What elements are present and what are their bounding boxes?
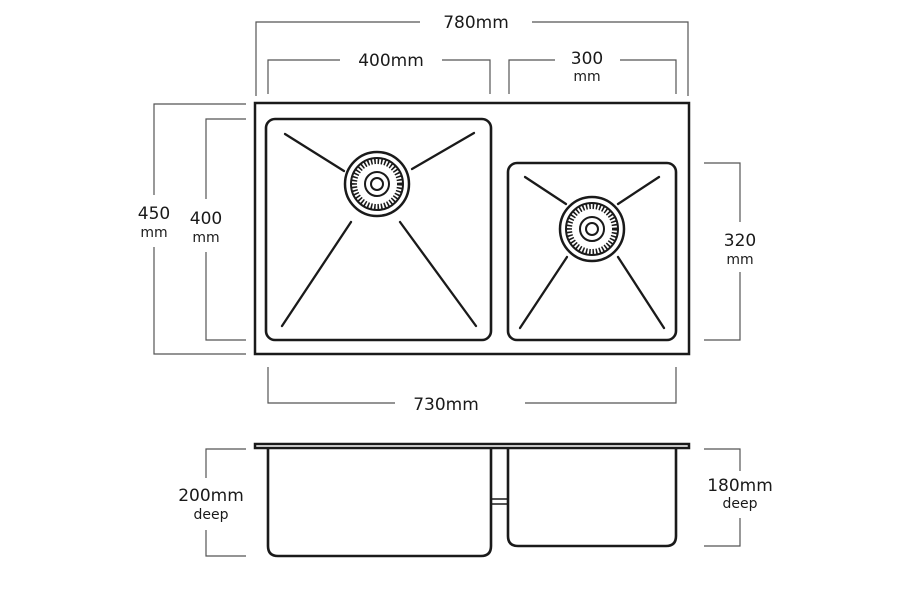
- right-deep-value: 180mm: [707, 476, 773, 496]
- dimension-left-bowl-width: 400mm: [267, 51, 491, 94]
- bowl-connector: [490, 498, 509, 505]
- left-bowl-outline: [264, 117, 493, 342]
- right-bowl-profile: [506, 449, 678, 548]
- right-bowl-width-value: 300: [571, 49, 603, 69]
- dimension-right-bowl-deep: 180mm deep: [704, 448, 773, 547]
- left-drain-icon: [343, 150, 411, 218]
- left-deep-unit: deep: [194, 507, 229, 523]
- left-bowl-depth-unit: mm: [192, 230, 219, 246]
- dimension-left-bowl-deep: 200mm deep: [178, 448, 246, 557]
- dimension-right-bowl-width: 300 mm: [508, 49, 677, 94]
- right-drain-icon: [558, 195, 626, 263]
- sink-rim: [253, 442, 691, 450]
- left-bowl-depth-value: 400: [190, 209, 222, 229]
- overall-depth-value: 450: [138, 204, 170, 224]
- overall-width-label: 780mm: [443, 13, 509, 33]
- right-bowl-width-unit: mm: [573, 69, 600, 85]
- sink-side-view: [253, 442, 691, 558]
- left-bowl-width-label: 400mm: [358, 51, 424, 71]
- left-bowl: [264, 117, 493, 342]
- right-bowl-depth-value: 320: [724, 231, 756, 251]
- left-bowl-profile: [266, 449, 493, 558]
- dimension-underside-width: 730mm: [267, 367, 677, 415]
- underside-width-label: 730mm: [413, 395, 479, 415]
- right-bowl-depth-unit: mm: [726, 252, 753, 268]
- right-bowl: [506, 161, 678, 342]
- right-deep-unit: deep: [723, 496, 758, 512]
- dimension-left-bowl-depth: 400 mm: [190, 118, 246, 341]
- right-bowl-outline: [506, 161, 678, 342]
- dimension-overall-width: 780mm: [255, 13, 689, 96]
- sink-outline: [253, 101, 691, 356]
- dimension-overall-depth: 450 mm: [138, 103, 246, 355]
- dimension-right-bowl-depth: 320 mm: [704, 162, 756, 341]
- overall-depth-unit: mm: [140, 225, 167, 241]
- sink-top-view: [253, 101, 691, 356]
- left-deep-value: 200mm: [178, 486, 244, 506]
